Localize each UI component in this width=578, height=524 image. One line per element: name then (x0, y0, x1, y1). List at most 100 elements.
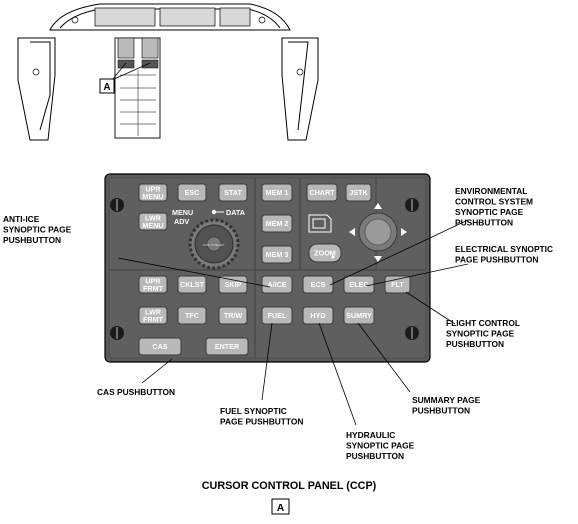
fastener-bottom-right (405, 326, 419, 340)
zoom-indicator-dot (331, 255, 335, 259)
button-face (138, 183, 168, 202)
button-face (261, 306, 293, 325)
button-face (177, 183, 207, 202)
arrow-up-icon (374, 203, 382, 209)
button-label: MENU (142, 221, 163, 230)
button-face (138, 337, 182, 356)
callout-line: PUSHBUTTON (455, 218, 513, 228)
button-label: ZOOM (314, 249, 336, 258)
button-label: HYD (310, 311, 325, 320)
mem2-button[interactable]: MEM 2 (261, 214, 293, 233)
elec-button[interactable]: ELEC (343, 275, 375, 294)
button-face (177, 306, 207, 325)
callout-line: PAGE PUSHBUTTON (220, 417, 303, 427)
fastener-bottom-left (110, 326, 124, 340)
callout-line: PUSHBUTTON (412, 406, 470, 416)
button-face (261, 183, 293, 202)
button-face (205, 337, 249, 356)
page-icon (308, 214, 332, 233)
knob-label-menu: MENU (172, 208, 193, 217)
cas-button[interactable]: CAS (138, 337, 182, 356)
enter-button[interactable]: ENTER (205, 337, 249, 356)
ecs-button[interactable]: ECS (302, 275, 334, 294)
button-face (177, 275, 207, 294)
button-label: MEM 1 (266, 188, 289, 197)
trw-button[interactable]: TR/W (218, 306, 248, 325)
callout-line: ELECTRICAL SYNOPTIC (455, 244, 553, 254)
button-face (218, 275, 248, 294)
callout-line: SUMMARY PAGE (412, 395, 481, 405)
button-label: JSTK (349, 188, 368, 197)
button-face (261, 214, 293, 233)
mem3-button[interactable]: MEM 3 (261, 245, 293, 264)
mem1-button[interactable]: MEM 1 (261, 183, 293, 202)
button-face (345, 183, 372, 202)
button-label: LWR (145, 307, 162, 316)
callout-line: SYNOPTIC PAGE (455, 207, 524, 217)
callout-line: CAS PUSHBUTTON (97, 387, 175, 397)
hyd-button[interactable]: HYD (302, 306, 334, 325)
callout-line: SYNOPTIC PAGE (446, 329, 515, 339)
callout-line: CONTROL SYSTEM (455, 197, 533, 207)
arrow-right-icon (401, 228, 407, 236)
esc-button[interactable]: ESC (177, 183, 207, 202)
button-face (261, 245, 293, 264)
button-label: TFC (185, 311, 199, 320)
callout-line: SYNOPTIC PAGE (346, 441, 415, 451)
zoom-button[interactable]: ZOOM (308, 243, 342, 263)
callout-line: ANTI-ICE (3, 214, 40, 224)
callout-line: PUSHBUTTON (346, 451, 404, 461)
button-face (306, 183, 338, 202)
aice-button[interactable]: A/ICE (261, 275, 293, 294)
callout-line: FUEL SYNOPTIC (220, 406, 287, 416)
button-label: MENU (142, 192, 163, 201)
button-face (138, 306, 168, 325)
button-label: FRMT (143, 284, 164, 293)
panel-title: CURSOR CONTROL PANEL (CCP) (202, 480, 377, 492)
button-face (218, 306, 248, 325)
ccp-panel (104, 173, 431, 363)
button-label: UPR (145, 184, 161, 193)
button-face (218, 183, 248, 202)
button-label: CKLST (180, 280, 205, 289)
cursor-joystick[interactable] (349, 203, 407, 262)
skip-button[interactable]: SKIP (218, 275, 248, 294)
jstk-button[interactable]: JSTK (345, 183, 372, 202)
button-label: STAT (224, 188, 242, 197)
button-label: SKIP (225, 280, 242, 289)
fuel-button[interactable]: FUEL (261, 306, 293, 325)
button-face (302, 306, 334, 325)
tfc-button[interactable]: TFC (177, 306, 207, 325)
arrow-left-icon (349, 228, 355, 236)
cockpit-locator: A (17, 3, 319, 141)
callout-line: PAGE PUSHBUTTON (455, 255, 538, 265)
knob-label-adv: ADV (174, 217, 189, 226)
cklst-button[interactable]: CKLST (177, 275, 207, 294)
stat-button[interactable]: STAT (218, 183, 248, 202)
chart-button[interactable]: CHART (306, 183, 338, 202)
button-label: A/ICE (267, 280, 286, 289)
button-label: CAS (152, 342, 167, 351)
callout-line: PUSHBUTTON (446, 339, 504, 349)
menu-data-knob[interactable]: MENU ADV DATA PUSH TO SELECT (172, 208, 245, 270)
button-label: FRMT (143, 315, 164, 324)
button-label: MEM 2 (266, 219, 289, 228)
fastener-top-left (110, 198, 124, 212)
knob-label-data: DATA (226, 208, 245, 217)
callout-line: SYNOPTIC PAGE (3, 225, 72, 235)
sumry-button[interactable]: SUMRY (343, 306, 375, 325)
callout-line: FLIGHT CONTROL (446, 318, 520, 328)
button-label: ELEC (349, 280, 368, 289)
flt-button[interactable]: FLT (384, 275, 411, 294)
